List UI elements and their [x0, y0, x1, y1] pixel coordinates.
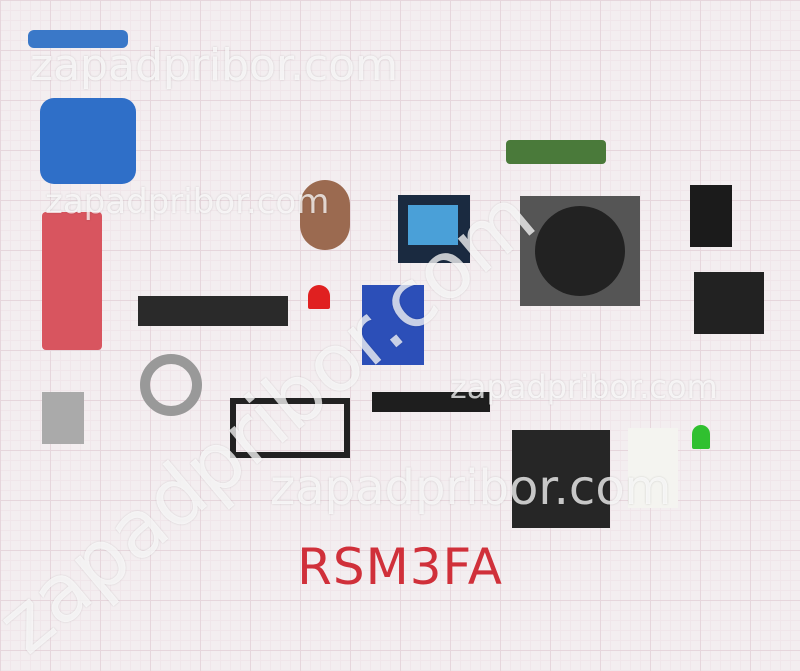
- part-number: RSM3FA: [297, 538, 503, 596]
- blue-resistor: [28, 30, 128, 48]
- seven-segment-display: [690, 185, 732, 247]
- watermark: zapadpribor.com: [30, 40, 398, 91]
- trimmer-block: [694, 272, 764, 334]
- joystick-module: [520, 196, 640, 306]
- pin-header: [372, 392, 490, 412]
- ic-socket: [230, 398, 350, 458]
- metal-ring: [140, 354, 202, 416]
- voltage-regulator: [42, 392, 84, 444]
- watermark: zapadpribor.com: [450, 368, 718, 406]
- plcc-chip: [512, 430, 610, 528]
- humidity-sensor-module: [398, 195, 470, 263]
- watermark: zapadpribor.com: [270, 460, 672, 516]
- green-resistor: [506, 140, 606, 164]
- green-led: [692, 425, 710, 449]
- ic-chip-altera: [138, 296, 288, 326]
- watermark: zapadpribor.com: [45, 182, 330, 222]
- red-sensor-board: [42, 212, 102, 350]
- gyro-module: [362, 285, 424, 365]
- red-led: [308, 285, 330, 309]
- potentiometer: [300, 180, 350, 250]
- blue-capacitor: [40, 98, 136, 184]
- white-ceramic-resistor: [628, 428, 678, 508]
